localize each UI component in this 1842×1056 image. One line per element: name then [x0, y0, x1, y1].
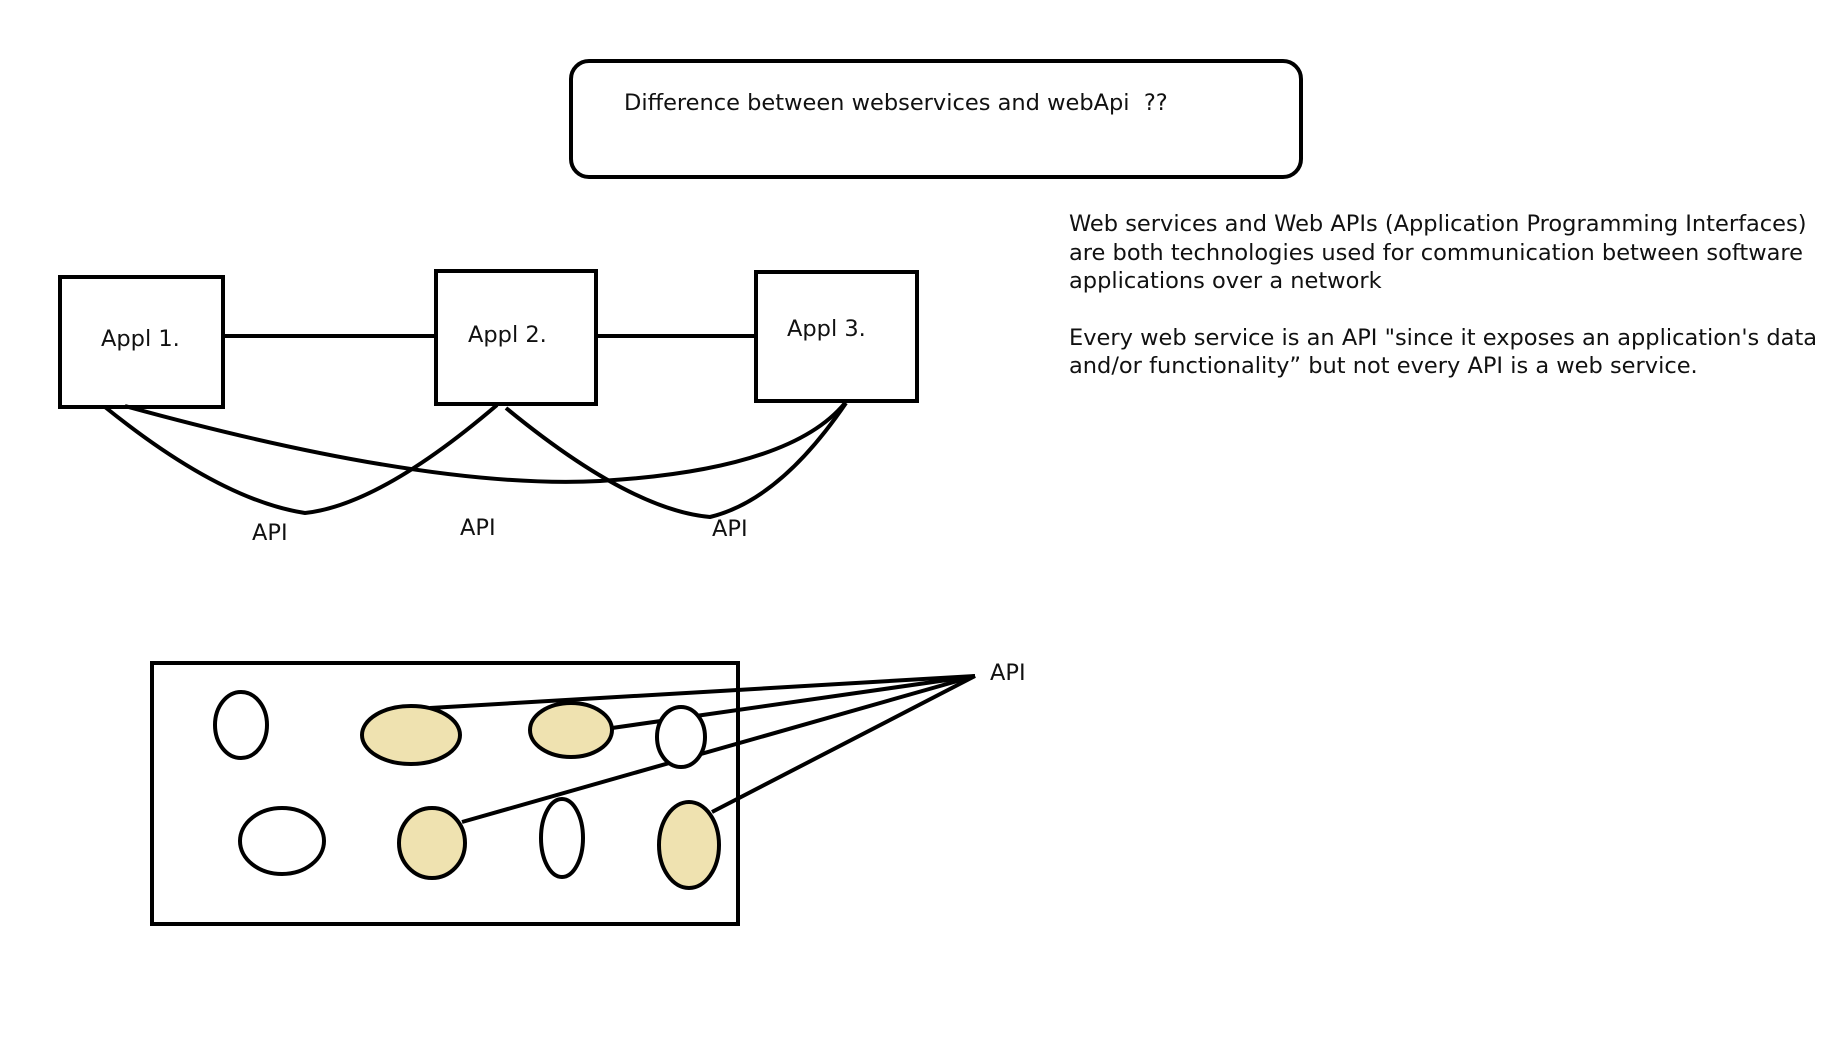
api-curve-app1-app3: [124, 401, 847, 484]
api-ray-1: [429, 674, 976, 710]
description-paragraph-2: Every web service is an API "since it ex…: [1069, 324, 1818, 380]
api-ray-4: [711, 674, 976, 814]
component-ellipse: [655, 705, 707, 769]
exposed-component-ellipse: [397, 806, 467, 880]
app-box-3: Appl 3.: [754, 270, 919, 403]
description-paragraph-1: Web services and Web APIs (Application P…: [1069, 211, 1807, 294]
component-ellipse: [238, 806, 326, 876]
application-container: [150, 661, 740, 926]
api-label-2: API: [460, 515, 496, 541]
app-box-2: Appl 2.: [434, 269, 598, 406]
api-label-1: API: [252, 520, 288, 546]
title-text: Difference between webservices and webAp…: [624, 90, 1168, 116]
app-label-2: Appl 2.: [468, 322, 547, 348]
exposed-component-ellipse: [360, 704, 462, 766]
api-ray-3: [461, 674, 976, 824]
api-label-3: API: [712, 516, 748, 542]
app-label-1: Appl 1.: [101, 326, 180, 352]
component-ellipse: [213, 690, 269, 760]
exposed-component-ellipse: [657, 800, 721, 890]
api-curve-app2-app3: [504, 401, 848, 520]
bottom-api-label: API: [990, 660, 1026, 686]
api-curve-app1-app2: [103, 403, 499, 516]
title-box: Difference between webservices and webAp…: [569, 59, 1303, 179]
api-rays: [429, 674, 976, 824]
app-box-1: Appl 1.: [58, 275, 225, 409]
app-label-3: Appl 3.: [787, 316, 866, 342]
component-ellipse: [539, 797, 585, 879]
exposed-component-ellipse: [528, 701, 614, 759]
description-block: Web services and Web APIs (Application P…: [1069, 210, 1829, 409]
